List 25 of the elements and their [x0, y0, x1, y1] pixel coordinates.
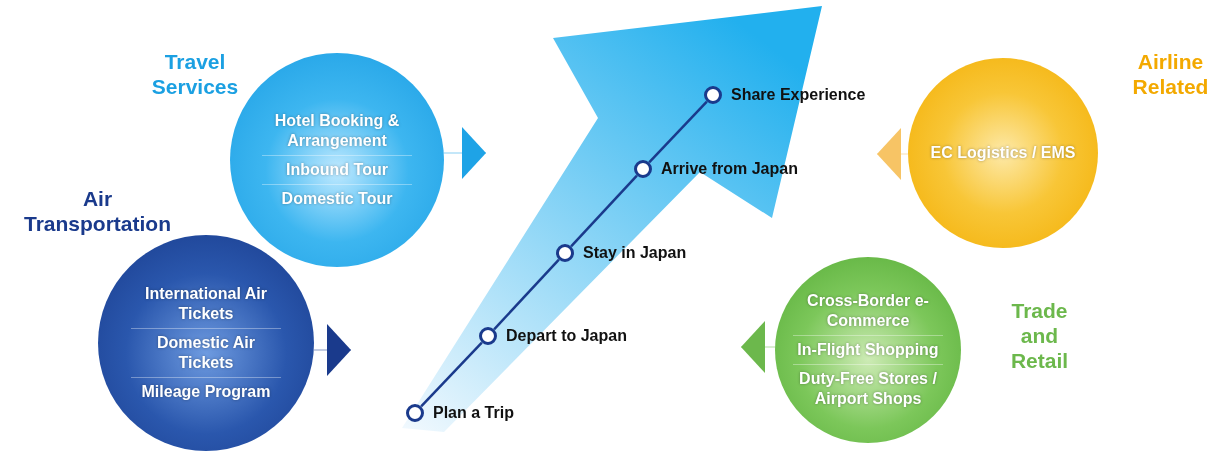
step-label: Plan a Trip [433, 403, 514, 423]
service-item: Mileage Program [131, 377, 281, 406]
category-heading: Travel Services [150, 49, 240, 99]
step-label: Depart to Japan [506, 326, 627, 346]
route-line [570, 174, 638, 248]
chevron-arrow [443, 127, 487, 179]
service-item: Domestic Air Tickets [131, 328, 281, 377]
service-item: Inbound Tour [262, 155, 412, 184]
category-heading: Air Transportation [23, 186, 172, 236]
chevron-arrow [740, 321, 776, 373]
service-item: Hotel Booking & Arrangement [273, 111, 401, 151]
route-line [493, 258, 560, 331]
step-label: Stay in Japan [583, 243, 687, 263]
route-line [648, 100, 708, 164]
service-item: Domestic Tour [262, 184, 412, 213]
service-item: EC Logistics / EMS [929, 143, 1077, 163]
service-item: International Air Tickets [143, 284, 269, 324]
chevron-arrow [313, 324, 352, 376]
service-item: In-Flight Shopping [793, 335, 943, 364]
chevron-arrow [876, 128, 909, 180]
route-line [420, 341, 483, 408]
service-item: Duty-Free Stores / Airport Shops [793, 364, 943, 413]
category-heading: Trade and Retail [1009, 298, 1070, 373]
category-heading: Airline Related [1131, 49, 1210, 99]
service-item: Cross-Border e-Commerce [806, 291, 930, 331]
